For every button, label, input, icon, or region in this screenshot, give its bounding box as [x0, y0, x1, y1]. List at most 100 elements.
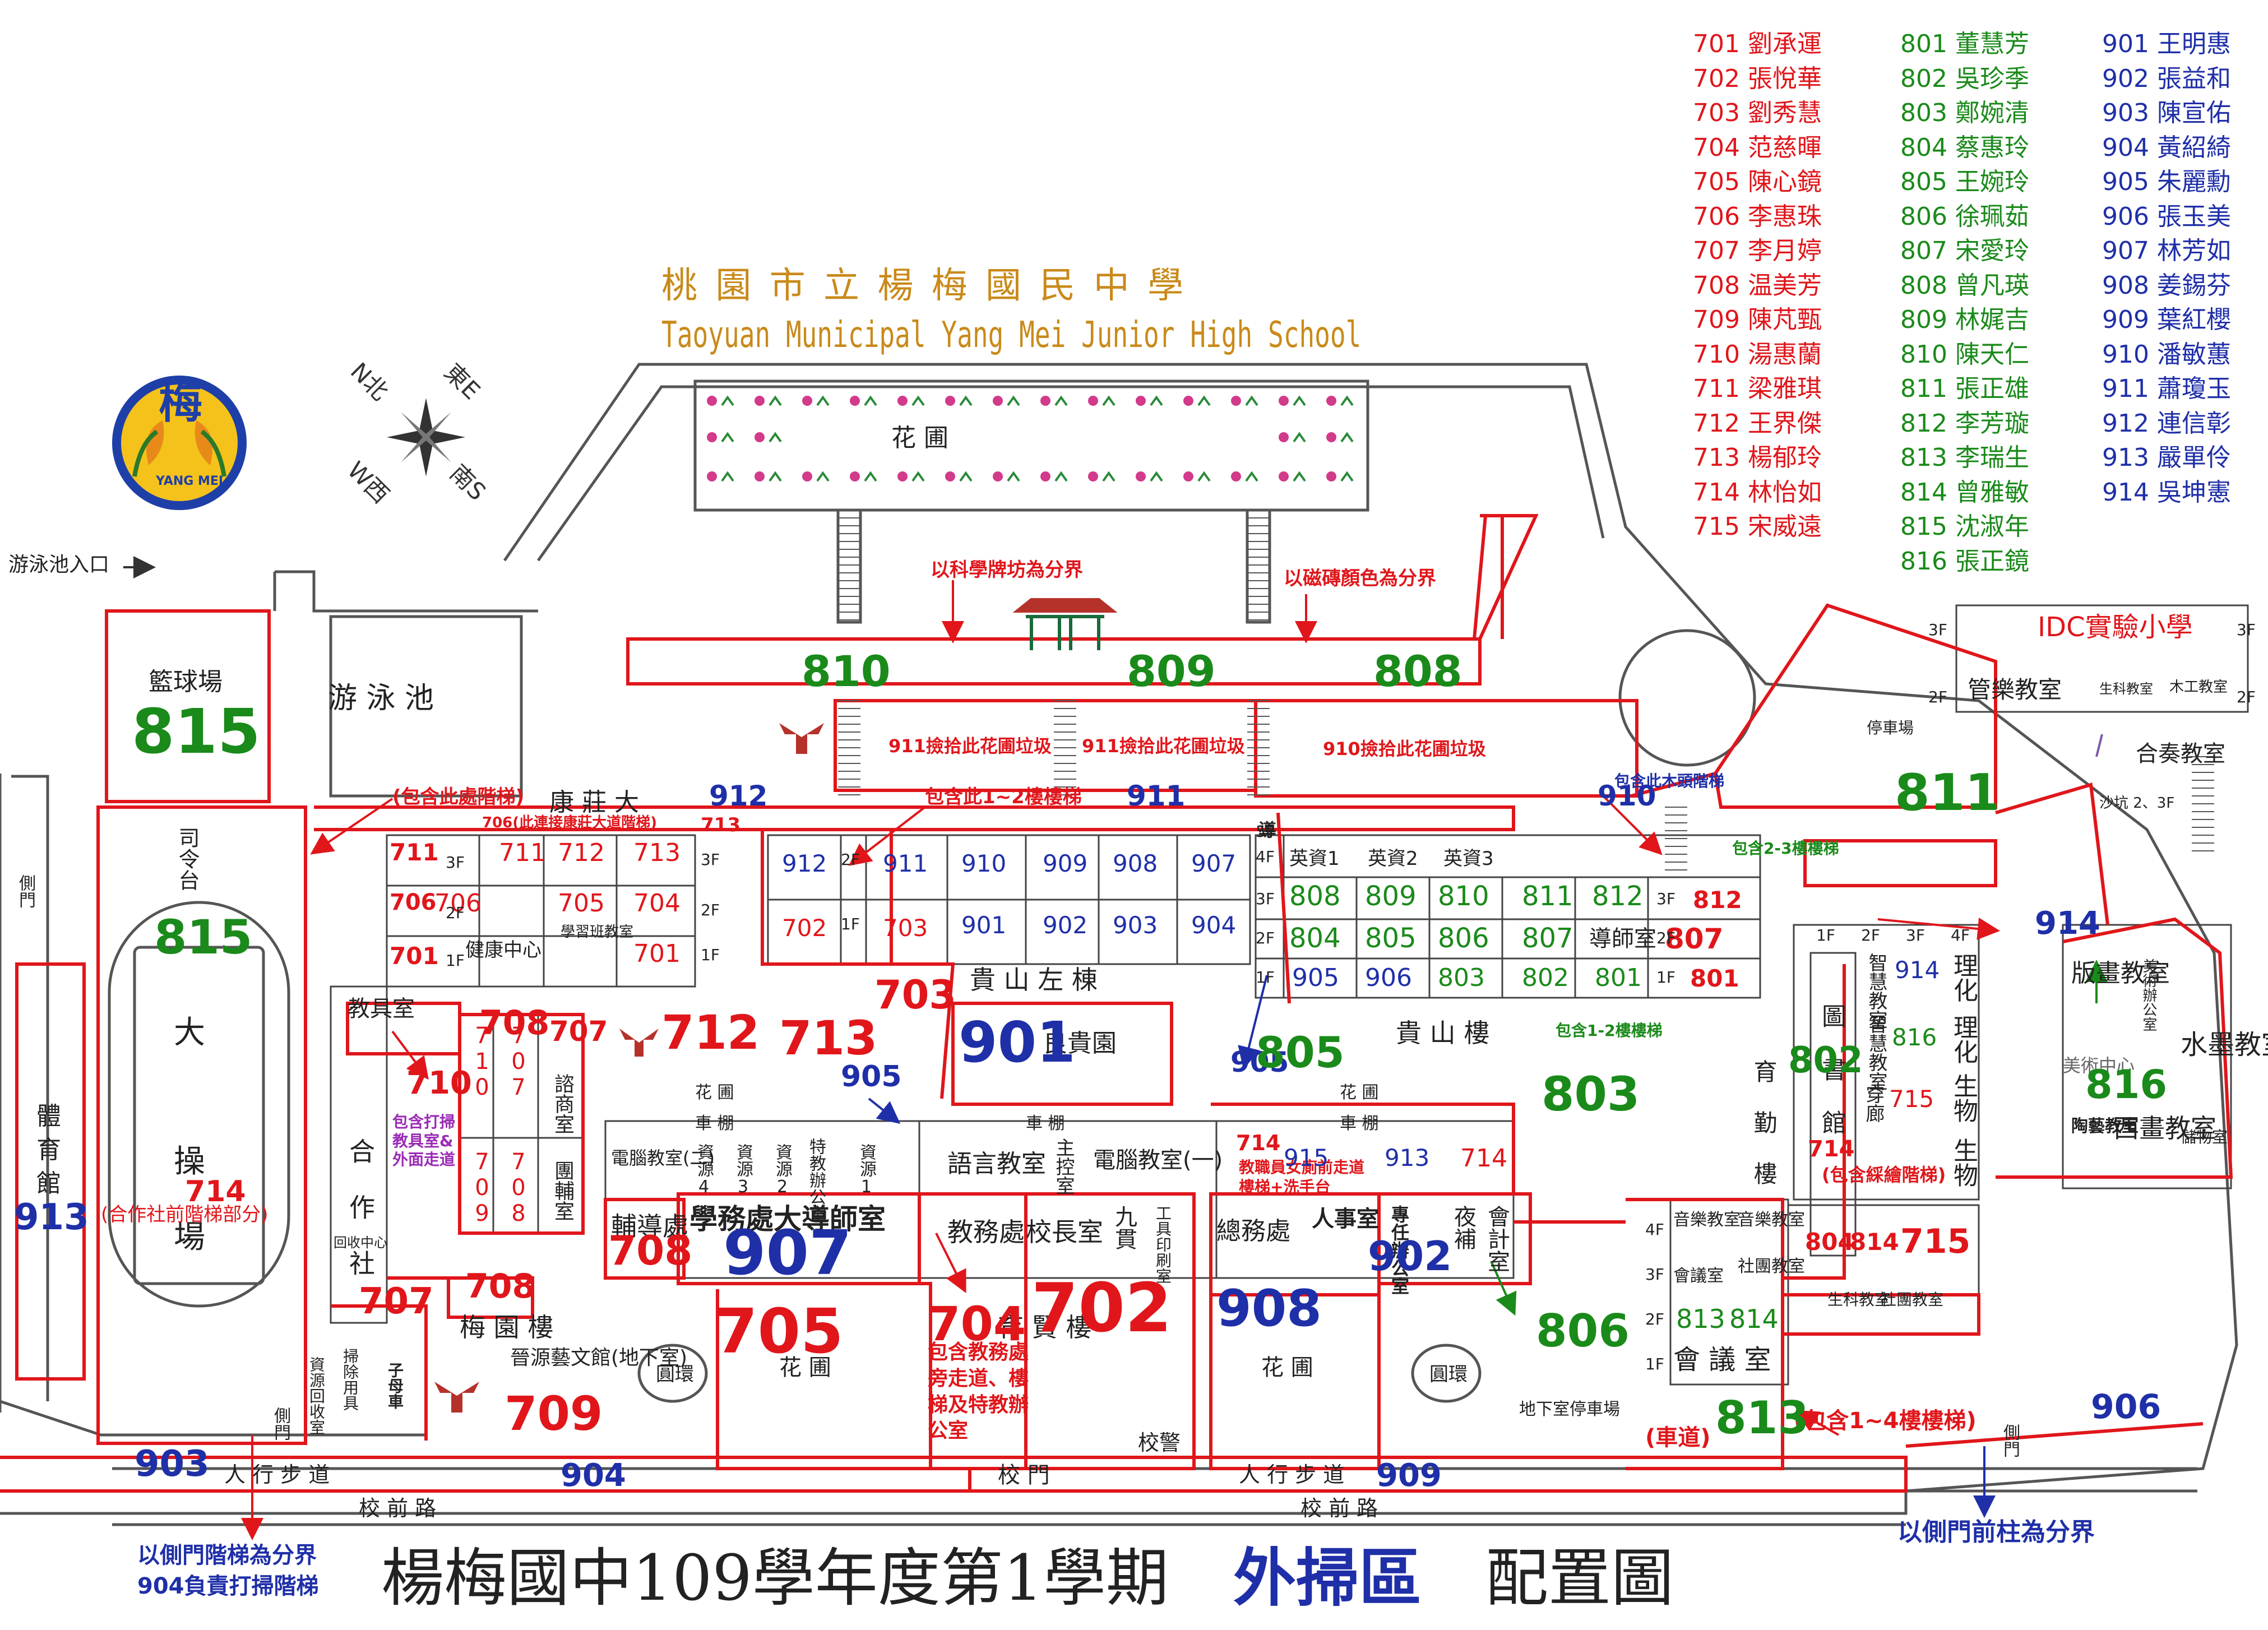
health-center: 健康中心 — [465, 939, 541, 961]
pool-entrance-label: 游泳池入口 — [8, 553, 110, 576]
classroom-902: 902 — [1043, 911, 1088, 939]
classroom-901: 901 — [961, 911, 1007, 939]
leaf-mark — [1102, 471, 1116, 482]
secretary-room: 主控室 — [1052, 1138, 1075, 1195]
meiyuan-label: 梅 園 樓 — [460, 1312, 554, 1342]
idc-school: IDC實驗小學 — [2038, 612, 2193, 643]
leaf-mark — [1150, 395, 1163, 406]
gym-label-3: 館 — [36, 1169, 61, 1198]
resource-3: 資源3 — [733, 1143, 753, 1197]
english-resource-1: 英資1 — [1289, 848, 1340, 870]
zone-outlines — [0, 514, 2233, 1493]
floor-label: 3F — [1656, 890, 1675, 908]
floor-label: 2F — [446, 904, 465, 922]
classroom-912: 912 — [782, 850, 827, 877]
tutor-room: 導師室 — [1589, 926, 1656, 952]
classroom-816: 816 — [1892, 1024, 1937, 1051]
zone-714b: 714 — [1236, 1131, 1281, 1155]
music-room-2: 音樂教室 — [1738, 1210, 1805, 1230]
flower-mark — [1326, 471, 1336, 481]
bio-room-2: 生科教室 — [2099, 681, 2153, 697]
floor-label: 1F — [1256, 968, 1275, 987]
zone-911: 911 — [1127, 780, 1186, 812]
zone-913: 913 — [14, 1197, 89, 1238]
legend-entry: 907 林芳如 — [2102, 237, 2231, 265]
floor-label: 2F — [1928, 688, 1947, 706]
leaf-mark — [1245, 395, 1258, 406]
classroom-911: 911 — [883, 850, 928, 877]
guishan-left-label: 貴 山 左 棟 — [970, 965, 1098, 995]
classroom-805: 805 — [1365, 923, 1417, 954]
legend-entry: 709 陳芃甄 — [1693, 305, 1822, 334]
flower-mark — [1231, 396, 1241, 406]
legend-entry: 712 王界傑 — [1693, 409, 1822, 438]
classroom-907: 907 — [1191, 850, 1237, 877]
cleaning-tools: 掃除用具 — [341, 1348, 359, 1411]
note-tile-boundary: 以磁磚顏色為分界 — [1284, 567, 1436, 590]
leaf-mark — [769, 432, 782, 443]
zone-714c: 714 — [1808, 1136, 1855, 1162]
leaf-mark — [864, 395, 877, 406]
zone-906: 906 — [2091, 1387, 2161, 1427]
leaf-mark — [1293, 471, 1306, 482]
floor-label: 3F — [1645, 1265, 1664, 1284]
floor-label: 4F — [1951, 926, 1970, 944]
classroom-814: 814 — [1729, 1304, 1779, 1334]
zone-708c: 708 — [465, 1267, 536, 1306]
note-this-stairs: (包含此處階梯) — [392, 786, 525, 808]
zone-703: 703 — [874, 972, 957, 1018]
leaf-mark — [721, 471, 734, 482]
personnel-office: 人事室 — [1312, 1206, 1379, 1232]
leaf-mark — [721, 432, 734, 443]
classroom-908: 908 — [1113, 850, 1158, 877]
kangzhuang-road: 康 莊 大 — [549, 788, 639, 817]
resource-4: 資源4 — [694, 1143, 714, 1197]
school-front-road-right: 校 前 路 — [1300, 1496, 1378, 1521]
legend-entry: 908 姜錫芬 — [2102, 271, 2231, 300]
flower-mark — [802, 396, 812, 406]
legend-entry: 704 范慈暉 — [1693, 133, 1822, 162]
yuqin-label: 育 勤 樓 — [1750, 1059, 1778, 1185]
zone-815a: 815 — [132, 696, 261, 767]
garden-front-right: 花 圃 — [1261, 1355, 1313, 1381]
school-gate: 校 門 — [998, 1462, 1050, 1488]
roundabout-right: 圓環 — [1429, 1363, 1468, 1386]
floor-label: 3F — [446, 853, 465, 872]
academic-office: 教務處 — [947, 1217, 1025, 1247]
storage-room: 儲物室 — [2181, 1128, 2228, 1146]
stair-guide-label: 導 — [1258, 819, 1277, 841]
zone-805: 805 — [1256, 1027, 1345, 1077]
note-cleaning-tools-room: 包含打掃教具室&外面走道 — [392, 1113, 456, 1169]
general-affairs: 總務處 — [1216, 1217, 1290, 1245]
classroom-712: 712 — [558, 839, 605, 867]
classroom-703: 703 — [883, 914, 928, 942]
art-center: 美術中心 — [2063, 1055, 2135, 1076]
school-front-road-left: 校 前 路 — [359, 1496, 437, 1521]
parking-label: 停車場 — [1867, 719, 1914, 737]
guishan-label: 貴 山 樓 — [1396, 1018, 1490, 1048]
zone-705: 705 — [715, 1295, 844, 1367]
leaf-mark — [911, 395, 925, 406]
zone-802: 802 — [1788, 1040, 1863, 1081]
flower-mark — [1183, 396, 1193, 406]
zone-715: 715 — [1900, 1222, 1971, 1261]
leaf-mark — [1007, 395, 1020, 406]
compass-rose — [387, 398, 465, 476]
legend-entry: 901 王明惠 — [2102, 30, 2231, 58]
school-name-en: Taoyuan Municipal Yang Mei Junior High S… — [661, 314, 1362, 356]
flower-mark — [1279, 471, 1289, 481]
meeting-room-small: 會議室 — [1673, 1266, 1724, 1286]
zone-713: 713 — [701, 814, 740, 836]
legend-entry: 902 張益和 — [2102, 64, 2231, 93]
field-label-3: 場 — [174, 1219, 205, 1256]
legend-entry: 909 葉紅櫻 — [2102, 305, 2231, 334]
legend-entry: 702 張悅華 — [1693, 64, 1822, 93]
wisdom-room-2: 智慧教室 — [1865, 1015, 1887, 1091]
classroom-913: 913 — [1385, 1144, 1430, 1171]
guidance-office: 輔導處 — [611, 1211, 688, 1242]
flower-mark — [802, 471, 812, 481]
club-room-1: 社團教室 — [1738, 1257, 1805, 1276]
zone-912: 912 — [709, 780, 768, 812]
zone-901: 901 — [959, 1010, 1076, 1075]
